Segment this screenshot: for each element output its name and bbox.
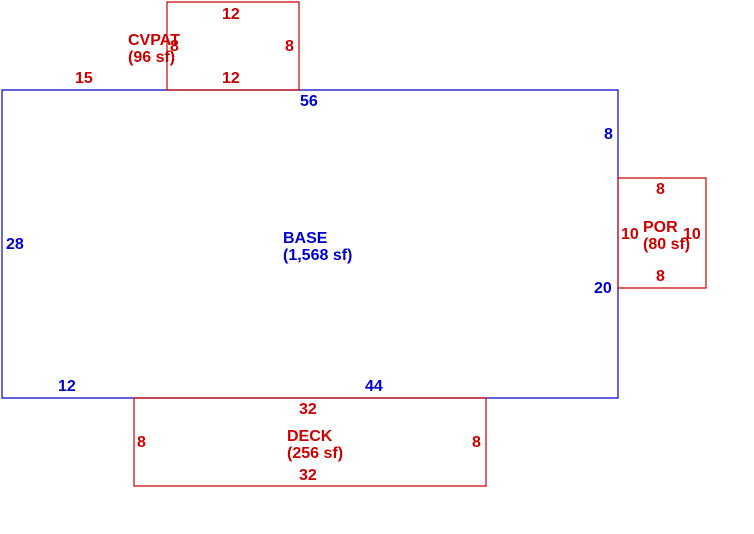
base-dim-right-lower: 20 (594, 280, 612, 297)
por-area-label: (80 sf) (643, 236, 690, 253)
por-dim-bottom: 8 (656, 268, 665, 285)
deck-dim-right: 8 (472, 434, 481, 451)
base-outline (1, 89, 619, 399)
base-dim-top: 56 (300, 93, 318, 110)
cvpat-dim-bottom: 12 (222, 70, 240, 87)
cvpat-name-label: CVPAT (128, 32, 180, 49)
por-dim-top: 8 (656, 181, 665, 198)
cvpat-dim-offset: 15 (75, 70, 93, 87)
base-dim-right-upper: 8 (604, 126, 613, 143)
por-name-label: POR (643, 219, 678, 236)
cvpat-outline (166, 1, 300, 91)
base-area-label: (1,568 sf) (283, 247, 352, 264)
base-name-label: BASE (283, 230, 328, 247)
deck-dim-bottom: 32 (299, 467, 317, 484)
deck-area-label: (256 sf) (287, 445, 343, 462)
deck-dim-top: 32 (299, 401, 317, 418)
cvpat-area-label: (96 sf) (128, 49, 175, 66)
cvpat-dim-top: 12 (222, 6, 240, 23)
cvpat-dim-right: 8 (285, 38, 294, 55)
deck-dim-left: 8 (137, 434, 146, 451)
base-dim-left: 28 (6, 236, 24, 253)
por-dim-right: 10 (683, 226, 701, 243)
base-dim-bottom-right: 44 (365, 378, 383, 395)
deck-outline (133, 397, 487, 487)
base-dim-bottom-left: 12 (58, 378, 76, 395)
por-dim-left: 10 (621, 226, 639, 243)
cvpat-dim-left: 8 (170, 38, 179, 55)
por-outline (617, 177, 707, 289)
deck-name-label: DECK (287, 428, 333, 445)
